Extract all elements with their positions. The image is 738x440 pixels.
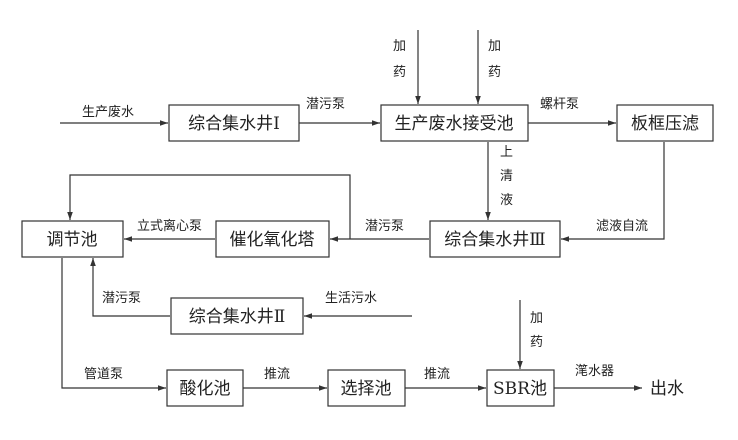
label-jiayao-3: 加药 — [530, 311, 543, 350]
label-lishi-lixinbeng: 立式离心泵 — [137, 218, 202, 234]
flow-arrow-banku-to-jishui3 — [561, 142, 665, 242]
node-cuihua-label: 催化氧化塔 — [230, 230, 315, 250]
label-shengchan-feishui: 生产废水 — [82, 104, 134, 120]
label-shangqingye: 上清液 — [500, 145, 513, 208]
node-jishui1: 综合集水井Ⅰ — [168, 104, 300, 142]
label-tuiliu-1: 推流 — [264, 367, 290, 382]
node-tiaojie: 调节池 — [21, 220, 124, 258]
label-shenghuo-wushui: 生活污水 — [325, 291, 377, 306]
node-suanhua: 酸化池 — [166, 369, 244, 407]
flow-arrow-jishui2-to-tiaojie — [90, 258, 170, 317]
node-jieshou-label: 生产废水接受池 — [395, 114, 514, 134]
node-jishui3: 综合集水井Ⅲ — [429, 220, 561, 258]
node-cuihua: 催化氧化塔 — [215, 220, 330, 258]
node-jishui2: 综合集水井Ⅱ — [170, 297, 304, 335]
label-panshuiqi: 滗水器 — [575, 364, 614, 379]
node-jishui2-label: 综合集水井Ⅱ — [189, 307, 286, 327]
node-tiaojie-label: 调节池 — [47, 230, 98, 250]
flow-arrow-tiaojie-to-suanhua — [61, 258, 166, 391]
node-suanhua-label: 酸化池 — [180, 379, 231, 399]
node-jishui1-label: 综合集水井Ⅰ — [188, 114, 280, 134]
label-guandaobeng: 管道泵 — [84, 367, 123, 382]
node-jieshou: 生产废水接受池 — [380, 104, 529, 142]
node-sbr-label: SBR池 — [493, 379, 547, 399]
label-jiayao-2: 加药 — [488, 39, 501, 80]
label-qianwubeng-2: 潜污泵 — [365, 219, 404, 234]
node-sbr: SBR池 — [486, 369, 555, 407]
node-banku-label: 板框压滤 — [631, 114, 699, 134]
flow-arrow-jishui3-return-to-tiaojie — [67, 174, 351, 239]
label-qianwubeng-3: 潜污泵 — [102, 291, 141, 306]
node-chushui-label: 出水 — [650, 379, 684, 399]
label-tuiliu-2: 推流 — [424, 367, 450, 382]
node-xuanze: 选择池 — [327, 369, 406, 407]
label-qianwubeng-1: 潜污泵 — [306, 97, 345, 112]
node-jishui3-label: 综合集水井Ⅲ — [444, 230, 545, 250]
node-xuanze-label: 选择池 — [341, 379, 392, 399]
label-lvye-ziliu: 滤液自流 — [596, 219, 648, 234]
label-jiayao-1: 加药 — [393, 39, 406, 80]
node-banku: 板框压滤 — [616, 104, 714, 142]
label-luoganbeng: 螺杆泵 — [540, 97, 579, 112]
